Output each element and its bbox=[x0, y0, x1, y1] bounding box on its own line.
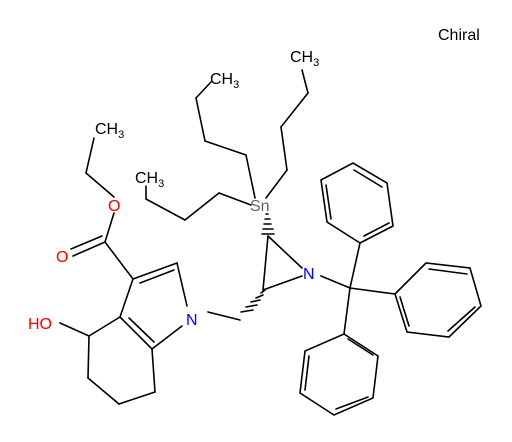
butyl-chain-2 bbox=[265, 69, 309, 199]
cyclohexane-ring bbox=[59, 316, 156, 405]
phenyl-ring-upper bbox=[320, 162, 394, 289]
tin-atom-label: Sn bbox=[250, 198, 270, 215]
aziridine-nitrogen-label: N bbox=[303, 266, 315, 283]
hashed-wedge-sn bbox=[261, 213, 275, 235]
aziridine-ring bbox=[207, 213, 303, 321]
phenyl-ring-lower bbox=[299, 287, 379, 416]
ester-group bbox=[70, 137, 134, 280]
svg-text:CH3: CH3 bbox=[290, 49, 319, 69]
indole-nitrogen-label: N bbox=[186, 312, 198, 329]
svg-text:CH3: CH3 bbox=[95, 121, 124, 141]
trityl-group bbox=[299, 162, 482, 416]
butyl-chain-1 bbox=[195, 81, 256, 199]
phenyl-ring-right bbox=[349, 262, 482, 338]
ester-oxygen-label: O bbox=[108, 198, 120, 215]
hashed-wedge-ch2 bbox=[240, 289, 266, 313]
methyl-label-4: CH3 bbox=[95, 121, 124, 141]
chirality-label: Chiral bbox=[438, 27, 480, 44]
methyl-label-3: CH3 bbox=[135, 170, 164, 190]
pyrrole-ring bbox=[119, 262, 188, 350]
butyl-chain-3 bbox=[145, 185, 252, 221]
methyl-label-1: CH3 bbox=[210, 71, 239, 91]
svg-text:CH3: CH3 bbox=[135, 170, 164, 190]
svg-text:CH3: CH3 bbox=[210, 71, 239, 91]
methyl-label-2: CH3 bbox=[290, 49, 319, 69]
carbonyl-oxygen-label: O bbox=[56, 249, 68, 266]
hydroxyl-label: HO bbox=[28, 316, 52, 333]
